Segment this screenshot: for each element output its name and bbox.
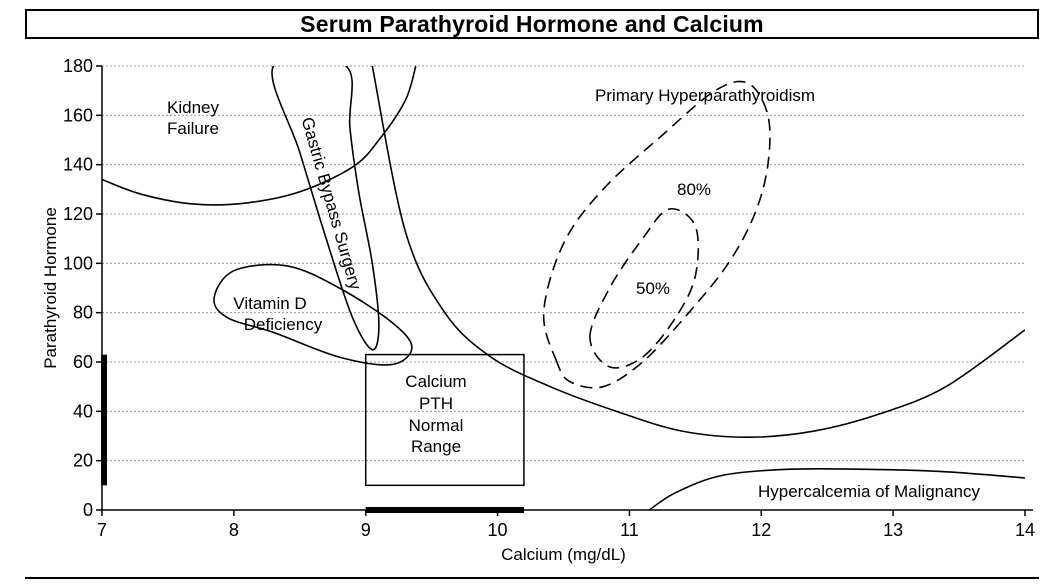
gastric-bypass-surgery-region xyxy=(271,66,380,351)
chart-title: Serum Parathyroid Hormone and Calcium xyxy=(300,10,764,37)
x-tick-label-14: 14 xyxy=(1015,520,1035,540)
hypercalcemia-label: Hypercalcemia of Malignancy xyxy=(758,482,981,501)
normal-range-label-line1: Calcium xyxy=(405,372,466,391)
contour-80-label: 80% xyxy=(677,180,711,199)
x-tick-label-12: 12 xyxy=(751,520,771,540)
contour-50-label: 50% xyxy=(636,279,670,298)
x-tick-label-8: 8 xyxy=(229,520,239,540)
x-tick-label-9: 9 xyxy=(361,520,371,540)
normal-range-label-line2: PTH xyxy=(419,394,453,413)
y-tick-label-160: 160 xyxy=(63,105,93,125)
normal-range-label-line4: Range xyxy=(411,437,461,456)
y-tick-label-100: 100 xyxy=(63,253,93,273)
vitamin-d-label-line1: Vitamin D xyxy=(233,294,306,313)
primary-hyperparathyroidism-label: Primary Hyperparathyroidism xyxy=(595,86,815,105)
vitamin-d-deficiency-region xyxy=(213,263,413,366)
y-tick-label-80: 80 xyxy=(73,303,93,323)
y-tick-label-40: 40 xyxy=(73,401,93,421)
y-tick-label-180: 180 xyxy=(63,56,93,76)
kidney-failure-label-line1: Kidney xyxy=(167,98,219,117)
y-tick-label-0: 0 xyxy=(83,500,93,520)
y-tick-label-60: 60 xyxy=(73,352,93,372)
y-tick-label-20: 20 xyxy=(73,451,93,471)
normal-range-label-line3: Normal xyxy=(409,416,464,435)
y-tick-label-120: 120 xyxy=(63,204,93,224)
y-axis-title: Parathyroid Hormone xyxy=(41,207,60,369)
kidney-failure-region xyxy=(102,66,417,206)
x-tick-label-11: 11 xyxy=(620,520,639,540)
chart-title-box: Serum Parathyroid Hormone and Calcium xyxy=(25,9,1039,39)
primary-hyperparathyroidism-50-contour xyxy=(589,207,700,369)
x-tick-label-7: 7 xyxy=(97,520,107,540)
y-tick-label-140: 140 xyxy=(63,155,93,175)
x-tick-label-10: 10 xyxy=(488,520,508,540)
x-tick-label-13: 13 xyxy=(883,520,903,540)
kidney-failure-label-line2: Failure xyxy=(167,119,219,138)
vitamin-d-label-line2: Deficiency xyxy=(244,315,323,334)
hypercalcemia-of-malignancy-region xyxy=(648,467,1025,510)
x-axis-title: Calcium (mg/dL) xyxy=(501,545,626,564)
upper-boundary-curve xyxy=(371,66,1025,439)
primary-hyperparathyroidism-80-contour xyxy=(542,80,771,389)
gastric-bypass-label: Gastric Bypass Surgery xyxy=(298,115,366,292)
normal-range-box xyxy=(364,353,525,487)
